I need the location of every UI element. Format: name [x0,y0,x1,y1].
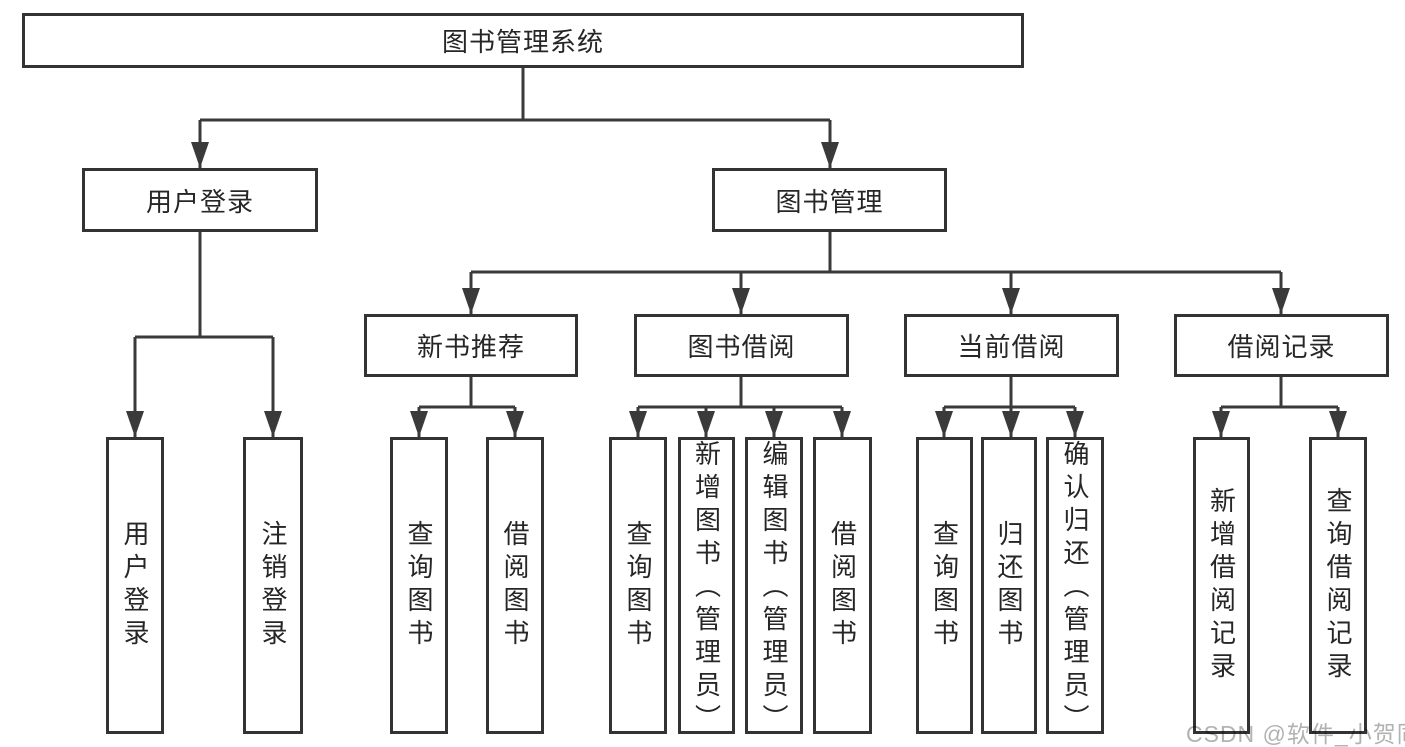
arrowhead [833,411,851,437]
arrowhead [1002,288,1020,314]
arrowhead [1002,411,1020,437]
node-label: 当前借阅 [957,332,1066,362]
connector-root-to-level2 [198,68,832,168]
arrowhead [126,411,144,437]
arrowhead [821,142,839,168]
node-root-system: 图书管理系统 [22,13,1024,68]
leaf-borrow-edit-book-admin: 编辑图书（管理员） [745,437,803,737]
leaf-label: 注销登录 [258,519,288,652]
node-borrow-records: 借阅记录 [1174,314,1389,377]
leaf-label: 查询图书 [929,519,960,652]
connector-recommend-to-leaves [417,377,517,437]
leaf-current-return-book: 归还图书 [981,437,1037,734]
leaf-label: 归还图书 [994,519,1024,652]
connector-borrow-to-leaves [636,377,844,437]
leaf-borrow-borrow-book: 借阅图书 [813,437,872,734]
arrowhead [191,142,209,168]
leaf-label: 用户登录 [120,519,150,652]
leaf-label: 新增借阅记录 [1206,486,1237,685]
leaf-current-confirm-return-admin: 确认归还（管理员） [1046,437,1104,737]
arrowhead [1212,411,1230,437]
leaf-recommend-borrow-book: 借阅图书 [486,437,544,734]
node-current-borrow: 当前借阅 [904,314,1119,377]
connector-mgmt-to-level3 [469,232,1283,314]
leaf-label: 确认归还（管理员） [1060,440,1090,737]
leaf-borrow-query-book: 查询图书 [609,437,667,734]
node-book-borrow: 图书借阅 [634,314,849,377]
node-label: 图书管理 [775,186,884,217]
leaf-current-query-book: 查询图书 [916,437,973,734]
leaf-label: 借阅图书 [500,519,530,652]
arrowhead [410,411,428,437]
leaf-user-login: 用户登录 [106,437,164,734]
arrowhead [462,288,480,314]
leaf-label: 查询图书 [404,519,434,652]
node-label: 新书推荐 [416,332,525,362]
node-root-label: 图书管理系统 [441,27,604,57]
leaf-recommend-query-book: 查询图书 [390,437,448,734]
arrowhead [1066,411,1084,437]
node-label: 用户登录 [145,186,254,217]
leaf-label: 编辑图书（管理员） [759,440,789,737]
arrowhead [1329,411,1347,437]
arrowhead [264,411,282,437]
node-user-login: 用户登录 [82,168,318,232]
leaf-records-query-record: 查询借阅记录 [1309,437,1367,734]
arrowhead [697,411,715,437]
leaf-records-add-record: 新增借阅记录 [1193,437,1250,734]
node-label: 借阅记录 [1227,332,1336,362]
csdn-watermark: CSDN @软件_小贺同学 [1186,721,1405,747]
leaf-label: 借阅图书 [827,519,858,652]
node-label: 图书借阅 [687,332,796,362]
leaf-logout: 注销登录 [243,437,303,734]
leaf-label: 新增图书（管理员） [691,440,722,737]
node-book-management: 图书管理 [712,168,947,232]
arrowhead [1272,288,1290,314]
arrowheads [126,142,1347,437]
arrowhead [732,288,750,314]
leaf-label: 查询图书 [623,519,653,652]
arrowhead [506,411,524,437]
arrowhead [935,411,953,437]
arrowhead [629,411,647,437]
leaf-label: 查询借阅记录 [1323,486,1353,685]
leaf-borrow-add-book-admin: 新增图书（管理员） [678,437,735,737]
connector-records-to-leaves [1219,377,1340,437]
arrowhead [765,411,783,437]
node-new-book-recommend: 新书推荐 [364,314,578,377]
connector-login-to-leaves [133,232,275,437]
